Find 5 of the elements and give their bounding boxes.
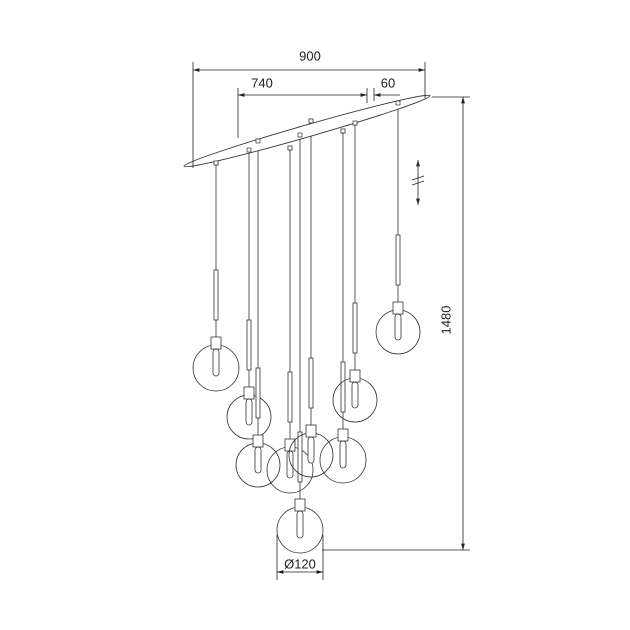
dimension-label: 740 bbox=[251, 76, 273, 90]
dimension-label: 1480 bbox=[440, 306, 452, 334]
dimension-label: 60 bbox=[380, 76, 396, 90]
dimension-label: Ø120 bbox=[284, 558, 316, 570]
dimension-label: 900 bbox=[299, 50, 321, 62]
